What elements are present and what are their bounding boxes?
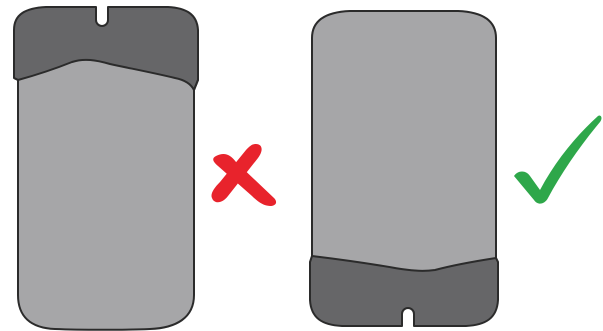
cross-icon [211,144,276,206]
right-pad [310,11,498,326]
check-icon [514,115,601,203]
left-pad [14,7,198,330]
check-stroke [514,115,601,203]
left-pad-body [18,60,194,330]
right-pad-body [312,11,496,271]
